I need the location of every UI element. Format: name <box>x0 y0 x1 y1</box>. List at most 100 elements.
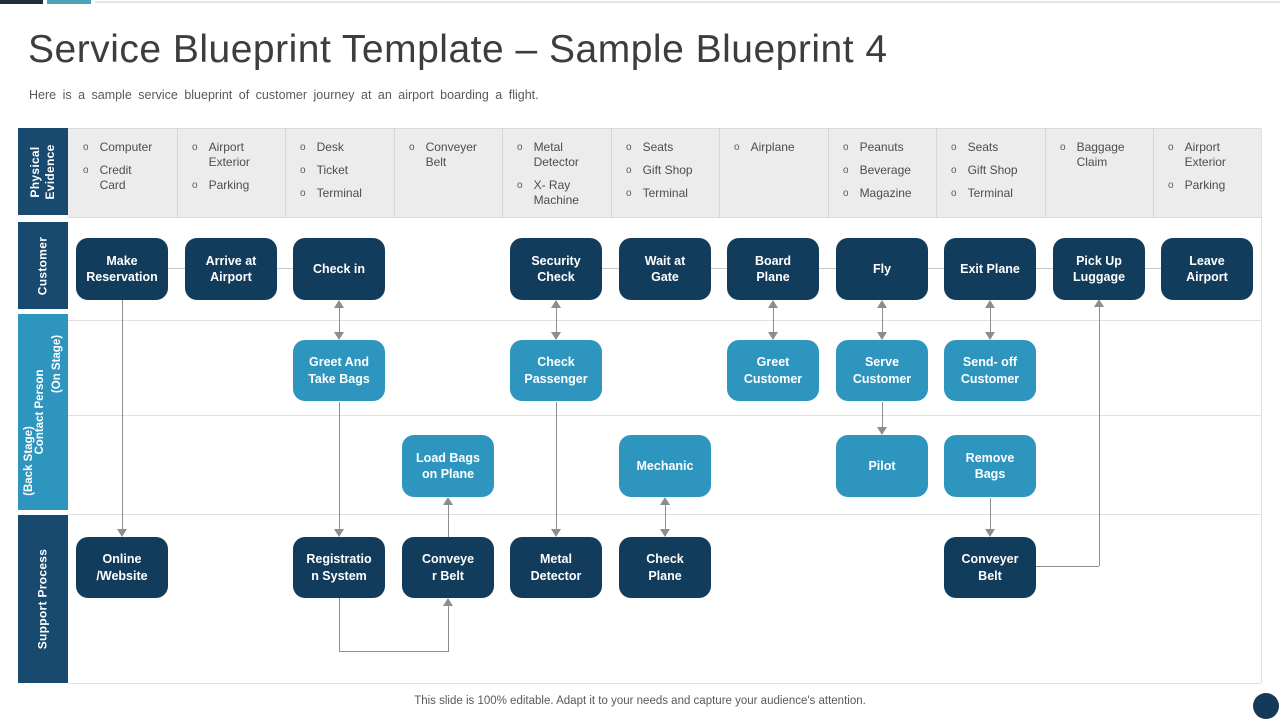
row-label-text: Support Process <box>35 548 50 650</box>
row-label-text: Customer <box>35 236 50 295</box>
node-arrive-at-airport[interactable]: Arrive at Airport <box>185 238 277 300</box>
arrowhead-up-icon <box>443 497 453 505</box>
node-online-website[interactable]: Online /Website <box>76 537 168 598</box>
node-greet-customer[interactable]: Greet Customer <box>727 340 819 401</box>
node-exit-plane[interactable]: Exit Plane <box>944 238 1036 300</box>
arrowhead-down-icon <box>334 332 344 340</box>
pe-item: Ticket <box>316 163 349 177</box>
node-load-bags-on-plane[interactable]: Load Bags on Plane <box>402 435 494 497</box>
row-label-text: Physical Evidence <box>28 143 57 200</box>
corner-dot-decoration <box>1253 693 1279 719</box>
pe-item: X- Ray Machine <box>533 178 579 207</box>
bullet-icon: o <box>192 180 198 191</box>
bullet-icon: o <box>300 165 306 176</box>
pe-divider <box>285 128 286 218</box>
arrowhead-down-icon <box>985 332 995 340</box>
pe-item: Seats <box>642 140 674 154</box>
row-label-text: (Back Stage) <box>23 426 35 496</box>
pe-divider <box>611 128 612 218</box>
node-send-off-customer[interactable]: Send- off Customer <box>944 340 1036 401</box>
arrowhead-down-icon <box>117 529 127 537</box>
node-greet-and-take-bags[interactable]: Greet And Take Bags <box>293 340 385 401</box>
node-make-reservation[interactable]: Make Reservation <box>76 238 168 300</box>
bullet-icon: o <box>951 165 957 176</box>
bullet-icon: o <box>1168 142 1174 153</box>
pe-cell-5: o Metal Detector o X- Ray Machine <box>502 128 610 218</box>
node-wait-at-gate[interactable]: Wait at Gate <box>619 238 711 300</box>
arrowhead-down-icon <box>334 529 344 537</box>
row-divider <box>68 514 1261 515</box>
pe-item: Airplane <box>750 140 795 154</box>
pe-divider <box>936 128 937 218</box>
arrowhead-up-icon <box>985 300 995 308</box>
node-leave-airport[interactable]: Leave Airport <box>1161 238 1253 300</box>
connector-servecustomer-pilot <box>882 402 883 427</box>
pe-divider <box>1045 128 1046 218</box>
node-registration-system[interactable]: Registratio n System <box>293 537 385 598</box>
bullet-icon: o <box>1168 180 1174 191</box>
node-fly[interactable]: Fly <box>836 238 928 300</box>
arrowhead-down-icon <box>660 529 670 537</box>
node-mechanic[interactable]: Mechanic <box>619 435 711 497</box>
row-label-text: Contact Person <box>34 369 46 455</box>
arrowhead-down-icon <box>768 332 778 340</box>
pe-item: Gift Shop <box>967 163 1018 177</box>
node-check-plane[interactable]: Check Plane <box>619 537 711 598</box>
row-label-physical-evidence: Physical Evidence <box>18 128 68 215</box>
connector-customer-9-10 <box>1145 268 1161 269</box>
node-pilot[interactable]: Pilot <box>836 435 928 497</box>
connector-registration-elbow-across <box>339 651 449 652</box>
connector-security-checkpassenger <box>556 307 557 333</box>
node-conveyer-belt-arrival[interactable]: Conveyer Belt <box>944 537 1036 598</box>
node-conveyer-belt-checkin[interactable]: Conveye r Belt <box>402 537 494 598</box>
connector-customer-8-9 <box>1036 268 1053 269</box>
arrowhead-down-icon <box>877 427 887 435</box>
arrowhead-up-icon <box>1094 299 1104 307</box>
pe-divider <box>177 128 178 218</box>
bullet-icon: o <box>300 142 306 153</box>
bullet-icon: o <box>626 165 632 176</box>
arrowhead-up-icon <box>768 300 778 308</box>
bullet-icon: o <box>517 180 523 191</box>
bullet-icon: o <box>843 142 849 153</box>
bullet-icon: o <box>843 165 849 176</box>
bullet-icon: o <box>734 142 740 153</box>
node-board-plane[interactable]: Board Plane <box>727 238 819 300</box>
pe-item: Peanuts <box>859 140 904 154</box>
pe-divider <box>502 128 503 218</box>
node-security-check[interactable]: Security Check <box>510 238 602 300</box>
node-serve-customer[interactable]: Serve Customer <box>836 340 928 401</box>
topbar-navy-segment <box>0 0 43 4</box>
row-label-customer: Customer <box>18 222 68 309</box>
bullet-icon: o <box>626 142 632 153</box>
pe-item: Computer <box>99 140 153 154</box>
connector-mechanic-checkplane <box>665 505 666 529</box>
pe-item: Terminal <box>967 186 1013 200</box>
pe-divider <box>828 128 829 218</box>
node-remove-bags[interactable]: Remove Bags <box>944 435 1036 497</box>
pe-item: Gift Shop <box>642 163 693 177</box>
pe-item: Credit Card <box>99 163 132 192</box>
connector-fly-servecustomer <box>882 307 883 333</box>
node-pick-up-luggage[interactable]: Pick Up Luggage <box>1053 238 1145 300</box>
pe-item: Desk <box>316 140 344 154</box>
arrowhead-up-icon <box>334 300 344 308</box>
connector-customer-1-2 <box>168 268 185 269</box>
pe-item: Terminal <box>642 186 688 200</box>
node-check-in[interactable]: Check in <box>293 238 385 300</box>
node-check-passenger[interactable]: Check Passenger <box>510 340 602 401</box>
pe-divider <box>719 128 720 218</box>
table-right-border <box>1261 128 1262 683</box>
connector-registration-elbow-up <box>448 606 449 651</box>
row-label-support-process: Support Process <box>18 515 68 683</box>
bullet-icon: o <box>626 188 632 199</box>
bullet-icon: o <box>951 188 957 199</box>
pe-item: Metal Detector <box>533 140 579 169</box>
node-metal-detector-support[interactable]: Metal Detector <box>510 537 602 598</box>
arrowhead-up-icon <box>443 598 453 606</box>
bullet-icon: o <box>517 142 523 153</box>
